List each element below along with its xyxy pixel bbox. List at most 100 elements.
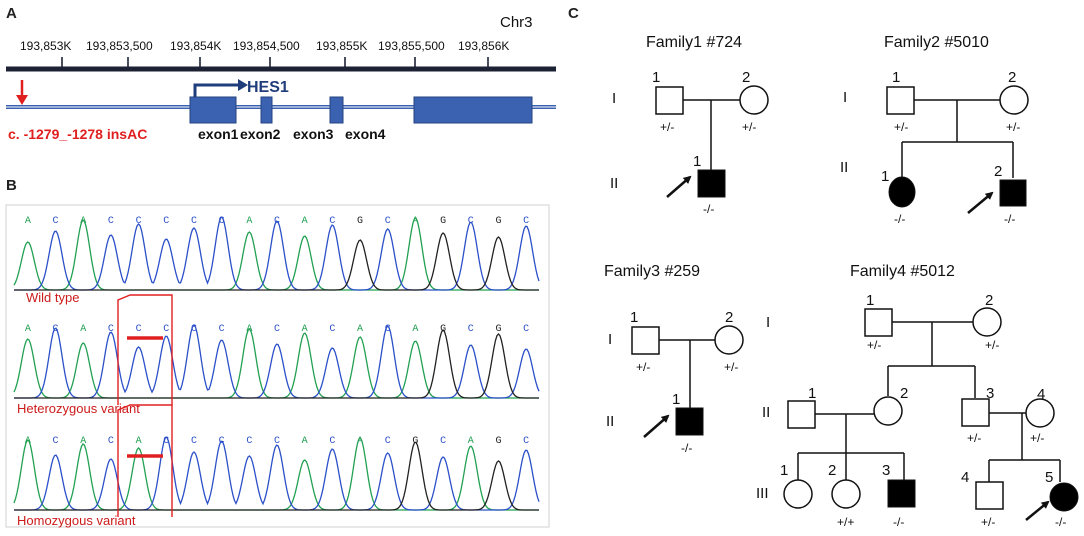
- panel-b-letter: B: [6, 177, 17, 194]
- female-unaffected: [972, 307, 1002, 337]
- generation-label: II: [762, 404, 770, 421]
- tick-label: 193,855K: [316, 39, 367, 53]
- axis-ticks: [61, 57, 489, 69]
- proband-arrow: [643, 414, 670, 438]
- base-call: A: [357, 436, 363, 447]
- base-call: C: [468, 324, 474, 335]
- genotype: -/-: [893, 515, 904, 529]
- coordinate-tick-labels: 193,853K 193,853,500 193,854K 193,854,50…: [20, 39, 509, 53]
- female-unaffected: [1025, 398, 1055, 428]
- generation-label: I: [612, 90, 616, 107]
- tick-label: 193,855,500: [378, 39, 445, 53]
- trace-caption-wild-type: Wild type: [26, 290, 79, 305]
- peak-trace-G: [14, 328, 539, 399]
- genotype: +/-: [985, 338, 999, 352]
- female-affected-proband: [1049, 482, 1079, 512]
- individual-number: 3: [882, 462, 890, 479]
- genotype: +/-: [660, 120, 674, 134]
- exon4-block: [413, 96, 533, 124]
- base-call: C: [440, 436, 446, 447]
- female-affected: [888, 176, 916, 208]
- genotype: +/+: [837, 515, 854, 529]
- generation-label: I: [608, 331, 612, 348]
- individual-number: 4: [1037, 386, 1045, 403]
- individual-number: 1: [780, 462, 788, 479]
- exon4-label: exon4: [345, 126, 386, 142]
- individual-number: 1: [892, 69, 900, 86]
- proband-arrow: [1025, 500, 1050, 521]
- pedigree-family4: Family4 #5012 I II III 1 2 +/- +/- 1 2 3: [756, 263, 1079, 529]
- male-unaffected: [655, 86, 684, 115]
- family-title: Family3 #259: [604, 263, 700, 280]
- female-unaffected: [999, 85, 1029, 115]
- genotype: +/-: [1006, 120, 1020, 134]
- gene-name: HES1: [247, 79, 289, 96]
- base-call: C: [191, 436, 197, 447]
- panel-a-letter: A: [6, 5, 17, 22]
- individual-number: 1: [630, 309, 638, 326]
- base-call: G: [357, 216, 363, 227]
- base-call: C: [523, 216, 529, 227]
- male-unaffected: [975, 481, 1004, 510]
- exon2-block: [260, 96, 273, 124]
- male-unaffected: [864, 308, 893, 337]
- base-call: C: [219, 216, 225, 227]
- genotype: +/-: [1030, 431, 1044, 445]
- genotype: -/-: [681, 441, 692, 455]
- individual-number: 2: [985, 292, 993, 309]
- variant-arrow-head: [16, 95, 28, 105]
- base-call: G: [440, 216, 446, 227]
- individual-number: 2: [900, 385, 908, 402]
- base-call: C: [108, 216, 114, 227]
- base-call: C: [108, 436, 114, 447]
- generation-label: III: [756, 485, 769, 502]
- base-call: G: [495, 216, 501, 227]
- individual-number: 5: [1045, 469, 1053, 486]
- pedigree-family2: Family2 #5010 I II 1 2 +/- +/- 1 -/- 2 -…: [840, 34, 1029, 226]
- base-call: C: [385, 436, 391, 447]
- female-unaffected: [831, 479, 861, 509]
- base-call: C: [523, 324, 529, 335]
- genotype: -/-: [703, 202, 714, 216]
- generation-label: II: [840, 159, 848, 176]
- individual-number: 2: [725, 309, 733, 326]
- exon2-label: exon2: [240, 126, 281, 142]
- pedigree-family3: Family3 #259 I II 1 2 +/- +/- 1 -/-: [604, 263, 744, 455]
- generation-label: I: [843, 89, 847, 106]
- chromatogram-frame: [5, 204, 550, 528]
- male-unaffected: [886, 86, 915, 115]
- proband-arrow: [967, 191, 994, 214]
- base-call: A: [412, 324, 418, 335]
- tick-label: 193,856K: [458, 39, 509, 53]
- tick-label: 193,854,500: [233, 39, 300, 53]
- base-call: C: [53, 324, 59, 335]
- genotype: +/-: [636, 360, 650, 374]
- base-call: A: [25, 436, 31, 447]
- base-call: A: [80, 216, 86, 227]
- base-call: A: [302, 324, 308, 335]
- tick-label: 193,853K: [20, 39, 71, 53]
- individual-number: 2: [742, 69, 750, 86]
- genotype: +/-: [981, 515, 995, 529]
- base-call: C: [191, 324, 197, 335]
- family-title: Family1 #724: [646, 34, 742, 51]
- individual-number: 1: [808, 385, 816, 402]
- base-call: C: [468, 216, 474, 227]
- individual-number: 1: [652, 69, 660, 86]
- base-call: C: [274, 436, 280, 447]
- base-call: C: [163, 216, 169, 227]
- genotype: -/-: [1004, 212, 1015, 226]
- female-unaffected: [714, 325, 744, 355]
- individual-number: 2: [1008, 69, 1016, 86]
- trace-caption-homozygous: Homozygous variant: [17, 513, 136, 528]
- insertion-highlight-het: [117, 294, 173, 405]
- tss-arrow-head: [238, 79, 248, 91]
- genotype: +/-: [742, 120, 756, 134]
- genotype: +/-: [724, 360, 738, 374]
- genotype: -/-: [1055, 515, 1066, 529]
- base-call: G: [495, 436, 501, 447]
